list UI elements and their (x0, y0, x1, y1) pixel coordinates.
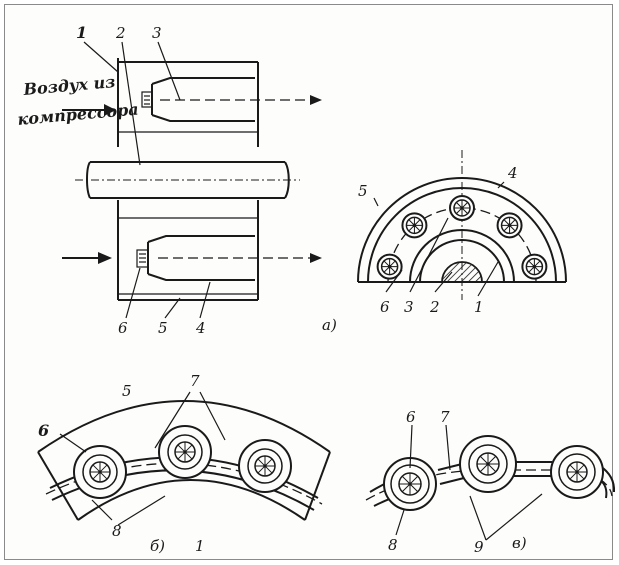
inlet-arrow-lower (98, 252, 112, 264)
label-v-8: 8 (388, 536, 398, 554)
label-v-9: 9 (474, 538, 484, 556)
label-half-3: 3 (404, 298, 414, 316)
b-left-cut (37, 451, 79, 521)
label-a-2: 2 (115, 24, 126, 42)
b-tube-2 (158, 425, 212, 479)
lower-tube-bottom (147, 273, 255, 281)
label-a-3: 3 (152, 24, 162, 42)
label-half-4: 4 (507, 164, 518, 182)
section-view-a: Воздух из компрессора 1 2 3 6 5 4 а) (17, 23, 337, 337)
section-view-v: 6 7 8 9 в) (365, 408, 616, 556)
b-right-cut (304, 451, 331, 521)
lower-nozzle-6 (136, 249, 149, 268)
b-tube-1 (73, 445, 127, 499)
label-a-1: 1 (76, 23, 87, 42)
inlet-arrow-upper (104, 104, 116, 116)
half-tube-3 (449, 195, 475, 221)
caption-a: а) (322, 316, 337, 334)
v-tubes (383, 435, 604, 511)
v-tube-3 (550, 445, 604, 499)
b-inner-casing (77, 479, 306, 521)
upper-exit-arrow (310, 95, 322, 105)
half-tube-2 (401, 212, 428, 239)
section-view-b: 5 7 6 8 1 б) (37, 372, 331, 555)
label-half-6: 6 (380, 298, 390, 316)
caption-v: в) (512, 534, 527, 552)
lower-tube-top (147, 235, 255, 243)
label-a-5: 5 (158, 319, 168, 337)
air-text-line1: Воздух из (22, 72, 116, 99)
label-v-6: 6 (406, 408, 416, 426)
upper-nozzle (141, 91, 153, 108)
b-tube-3 (238, 439, 292, 493)
half-tube-5 (521, 253, 548, 280)
label-a-4: 4 (195, 319, 206, 337)
v-tube-2 (459, 435, 517, 493)
label-half-5: 5 (358, 182, 368, 200)
label-b-6: 6 (38, 421, 49, 440)
half-tubes (376, 195, 548, 280)
label-b-7: 7 (190, 372, 200, 390)
upper-tube-bottom (151, 114, 255, 122)
label-b-1: 1 (195, 537, 205, 555)
label-b-5: 5 (122, 382, 132, 400)
half-cross-section: 5 4 6 3 2 1 (357, 150, 567, 316)
caption-b: б) (150, 537, 165, 555)
label-v-7: 7 (440, 408, 450, 426)
label-half-1: 1 (474, 298, 484, 316)
lower-exit-arrow (310, 253, 322, 263)
shaft-section (441, 261, 483, 283)
upper-tube-top (151, 77, 255, 85)
label-half-2: 2 (429, 298, 440, 316)
air-text-line2: компрессора (17, 99, 140, 129)
b-tubes (73, 425, 292, 499)
label-b-8: 8 (112, 522, 122, 540)
label-a-6: 6 (118, 319, 128, 337)
shaft-left-end (86, 161, 91, 199)
half-tube-1 (376, 253, 403, 280)
tube-pitch-circle (387, 207, 537, 283)
half-tube-4 (496, 212, 523, 239)
v-connector-1-bottom (439, 477, 465, 485)
